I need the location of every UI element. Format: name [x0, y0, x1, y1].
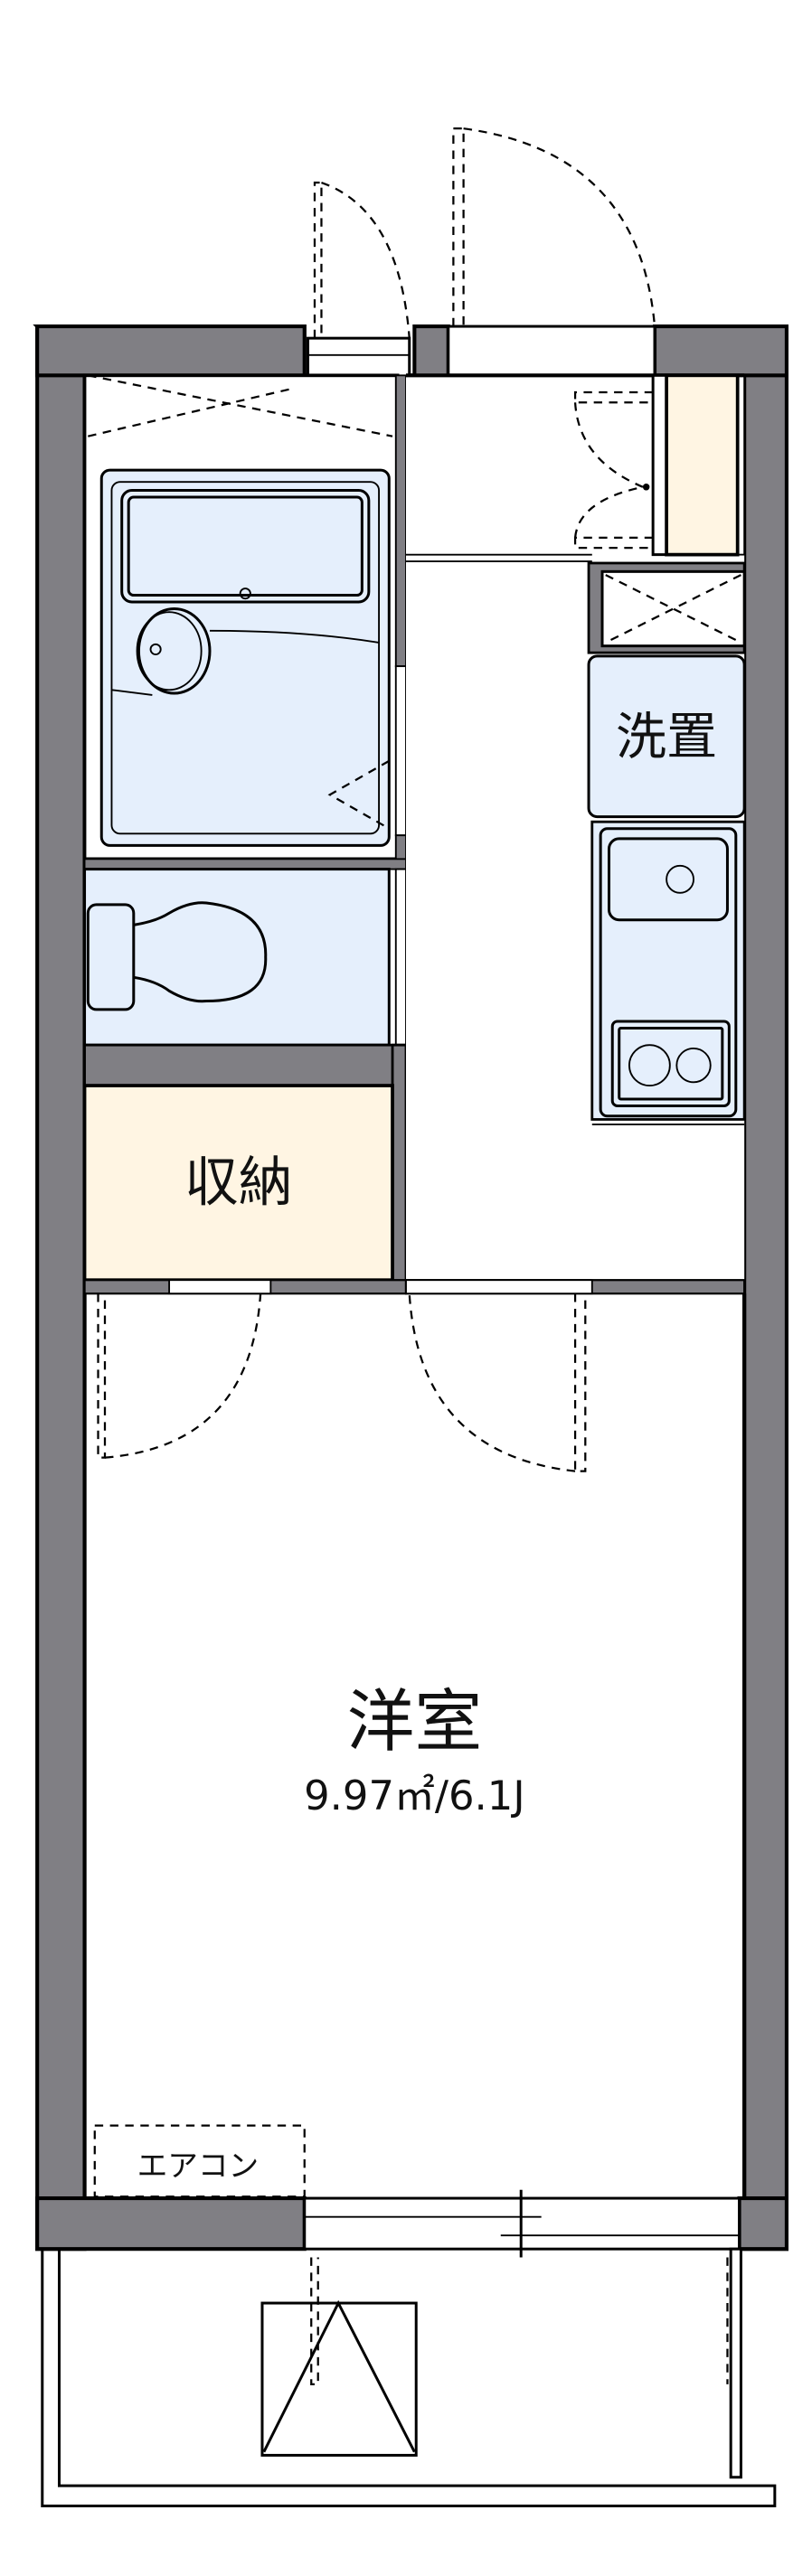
washer-label: 洗置	[616, 708, 717, 766]
entrance-door[interactable]	[447, 127, 656, 377]
aircon: エアコン	[93, 2124, 306, 2198]
washer-space: 洗置	[587, 654, 746, 819]
interior-wall	[391, 1043, 408, 1287]
interior-wall	[83, 1043, 408, 1087]
outer-walls	[33, 324, 788, 2252]
storage-label: 収納	[184, 1151, 293, 1214]
western-room: 洋室 9.97㎡/6.1J	[82, 1293, 747, 2199]
entrance-meter-box	[306, 181, 411, 404]
room-label: 洋室	[347, 1683, 483, 1762]
balcony	[41, 2247, 777, 2508]
storage-door[interactable]	[97, 1293, 262, 1459]
toilet-room	[83, 858, 560, 1047]
aircon-label: エアコン	[137, 2148, 260, 2184]
pipe-shaft	[587, 561, 746, 654]
kitchen	[590, 820, 746, 1126]
balcony-window[interactable]	[303, 2189, 741, 2258]
storage: 収納	[82, 1084, 394, 1283]
room-partition	[83, 1279, 746, 1295]
room-area: 9.97㎡/6.1J	[304, 1772, 525, 1819]
bathroom	[82, 373, 407, 870]
room-door[interactable]	[408, 1293, 587, 1472]
